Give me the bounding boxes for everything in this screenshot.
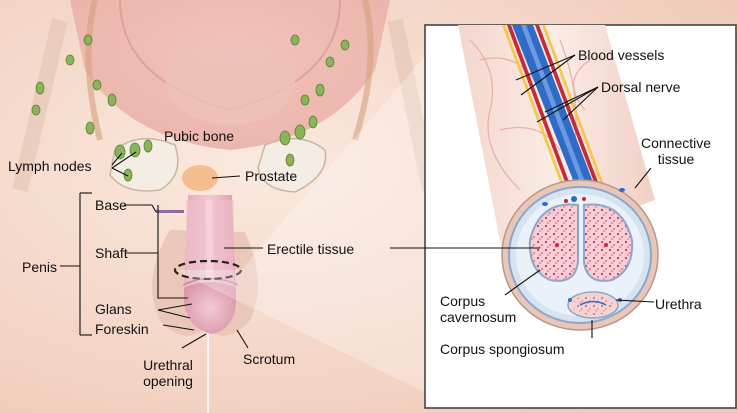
base-marker: [156, 210, 184, 213]
urethral-opening-line2: opening: [143, 373, 193, 389]
bladder: [165, 35, 295, 125]
corpus-spongiosum-label: Corpus spongiosum: [440, 341, 565, 357]
connective-tissue-label: Connective tissue: [636, 135, 716, 167]
prostate-label: Prostate: [245, 168, 298, 184]
corpus-cavernosum-line2: cavernosum: [440, 309, 517, 325]
glans-shape: [184, 282, 236, 334]
glans-label: Glans: [95, 301, 132, 317]
leader-lines: [60, 54, 655, 349]
prostate-gland: [182, 165, 218, 191]
pubic-bone-label: Pubic bone: [164, 128, 235, 144]
corpus-cavernosum-label: Corpus cavernosum: [440, 293, 516, 325]
shaft-label: Shaft: [95, 245, 128, 261]
urethra-lumen: [579, 300, 607, 306]
dorsal-nerve-right: [542, 25, 606, 190]
erectile-tissue-label: Erectile tissue: [267, 241, 355, 257]
blood-vessels-label: Blood vessels: [578, 47, 665, 63]
scrotum-label: Scrotum: [243, 351, 296, 367]
foreskin-label: Foreskin: [95, 321, 149, 337]
urethra-label: Urethra: [655, 296, 702, 312]
connective-tissue-line2: tissue: [657, 151, 695, 167]
dorsal-nerve-left: [502, 25, 566, 190]
corpus-cavernosum-line1: Corpus: [440, 293, 486, 309]
penis-label: Penis: [22, 259, 58, 275]
urethral-opening-label: Urethral opening: [128, 357, 208, 389]
dorsal-artery-right: [535, 25, 601, 190]
corpus-cavernosum-left: [528, 203, 579, 282]
erectile-tissue-left: [186, 200, 202, 295]
connective-tissue-line1: Connective: [640, 135, 712, 151]
corpus-cavernosum-right: [583, 203, 634, 282]
section-plane: [173, 259, 243, 281]
dorsal-artery-left: [507, 25, 572, 190]
lymph-nodes-label: Lymph nodes: [8, 158, 92, 174]
dorsal-nerve-label: Dorsal nerve: [601, 79, 681, 95]
base-label: Base: [95, 197, 127, 213]
urethral-opening-line1: Urethral: [143, 357, 193, 373]
lymph-nodes-group: [31, 34, 350, 182]
